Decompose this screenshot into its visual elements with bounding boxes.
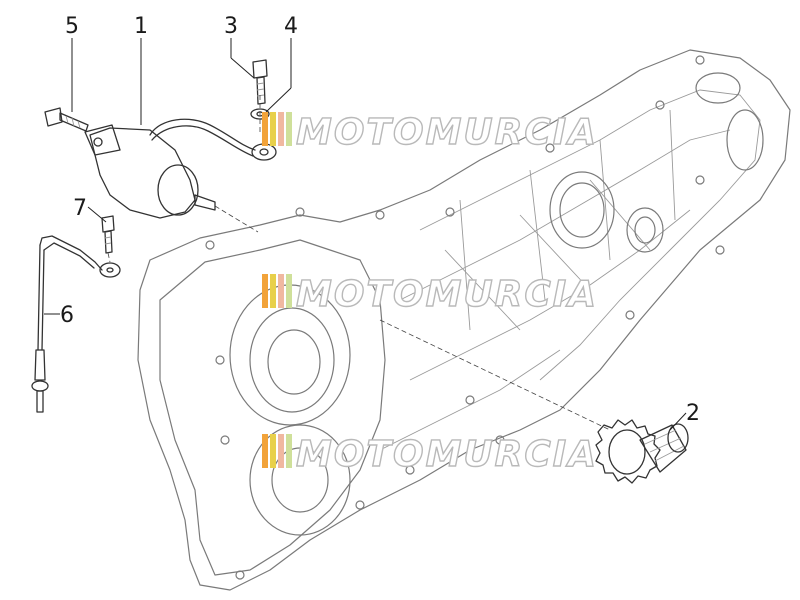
ground-cable-part-6 [31, 235, 121, 413]
watermark-stripe [262, 434, 268, 468]
callout-4: 4 [284, 14, 298, 39]
watermark-stripe [278, 434, 284, 468]
leader-lines [44, 38, 687, 431]
watermark-stripe [278, 112, 284, 146]
callout-1: 1 [134, 14, 148, 39]
watermark-stripe [286, 274, 292, 308]
watermark-stripe [278, 274, 284, 308]
callout-5: 5 [65, 14, 79, 39]
watermark-stripe [270, 434, 276, 468]
watermark-stripe [262, 274, 268, 308]
watermark-bottom: MOTOMURCIA [262, 433, 598, 476]
bolt-part-5 [44, 107, 89, 132]
watermark-text: MOTOMURCIA [296, 112, 598, 153]
callout-7: 7 [73, 196, 87, 221]
watermark-stripe [286, 434, 292, 468]
starter-gear-part-2 [595, 419, 689, 484]
bolt-part-3 [252, 59, 268, 105]
watermark-stripe [270, 274, 276, 308]
crankcase-housing [137, 49, 791, 591]
callout-2: 2 [686, 401, 700, 426]
watermark-stripe [286, 112, 292, 146]
callout-labels: 1 2 3 4 5 6 7 [60, 14, 700, 426]
watermark-stripe [262, 112, 268, 146]
bolt-part-7 [101, 215, 115, 254]
callout-3: 3 [224, 14, 238, 39]
starter-motor [84, 118, 277, 219]
watermark-top: MOTOMURCIA [262, 111, 598, 154]
watermark-middle: MOTOMURCIA [262, 273, 598, 316]
callout-6: 6 [60, 303, 74, 328]
watermark-text: MOTOMURCIA [296, 274, 598, 315]
watermark-text: MOTOMURCIA [296, 434, 598, 475]
watermark-stripe [270, 112, 276, 146]
